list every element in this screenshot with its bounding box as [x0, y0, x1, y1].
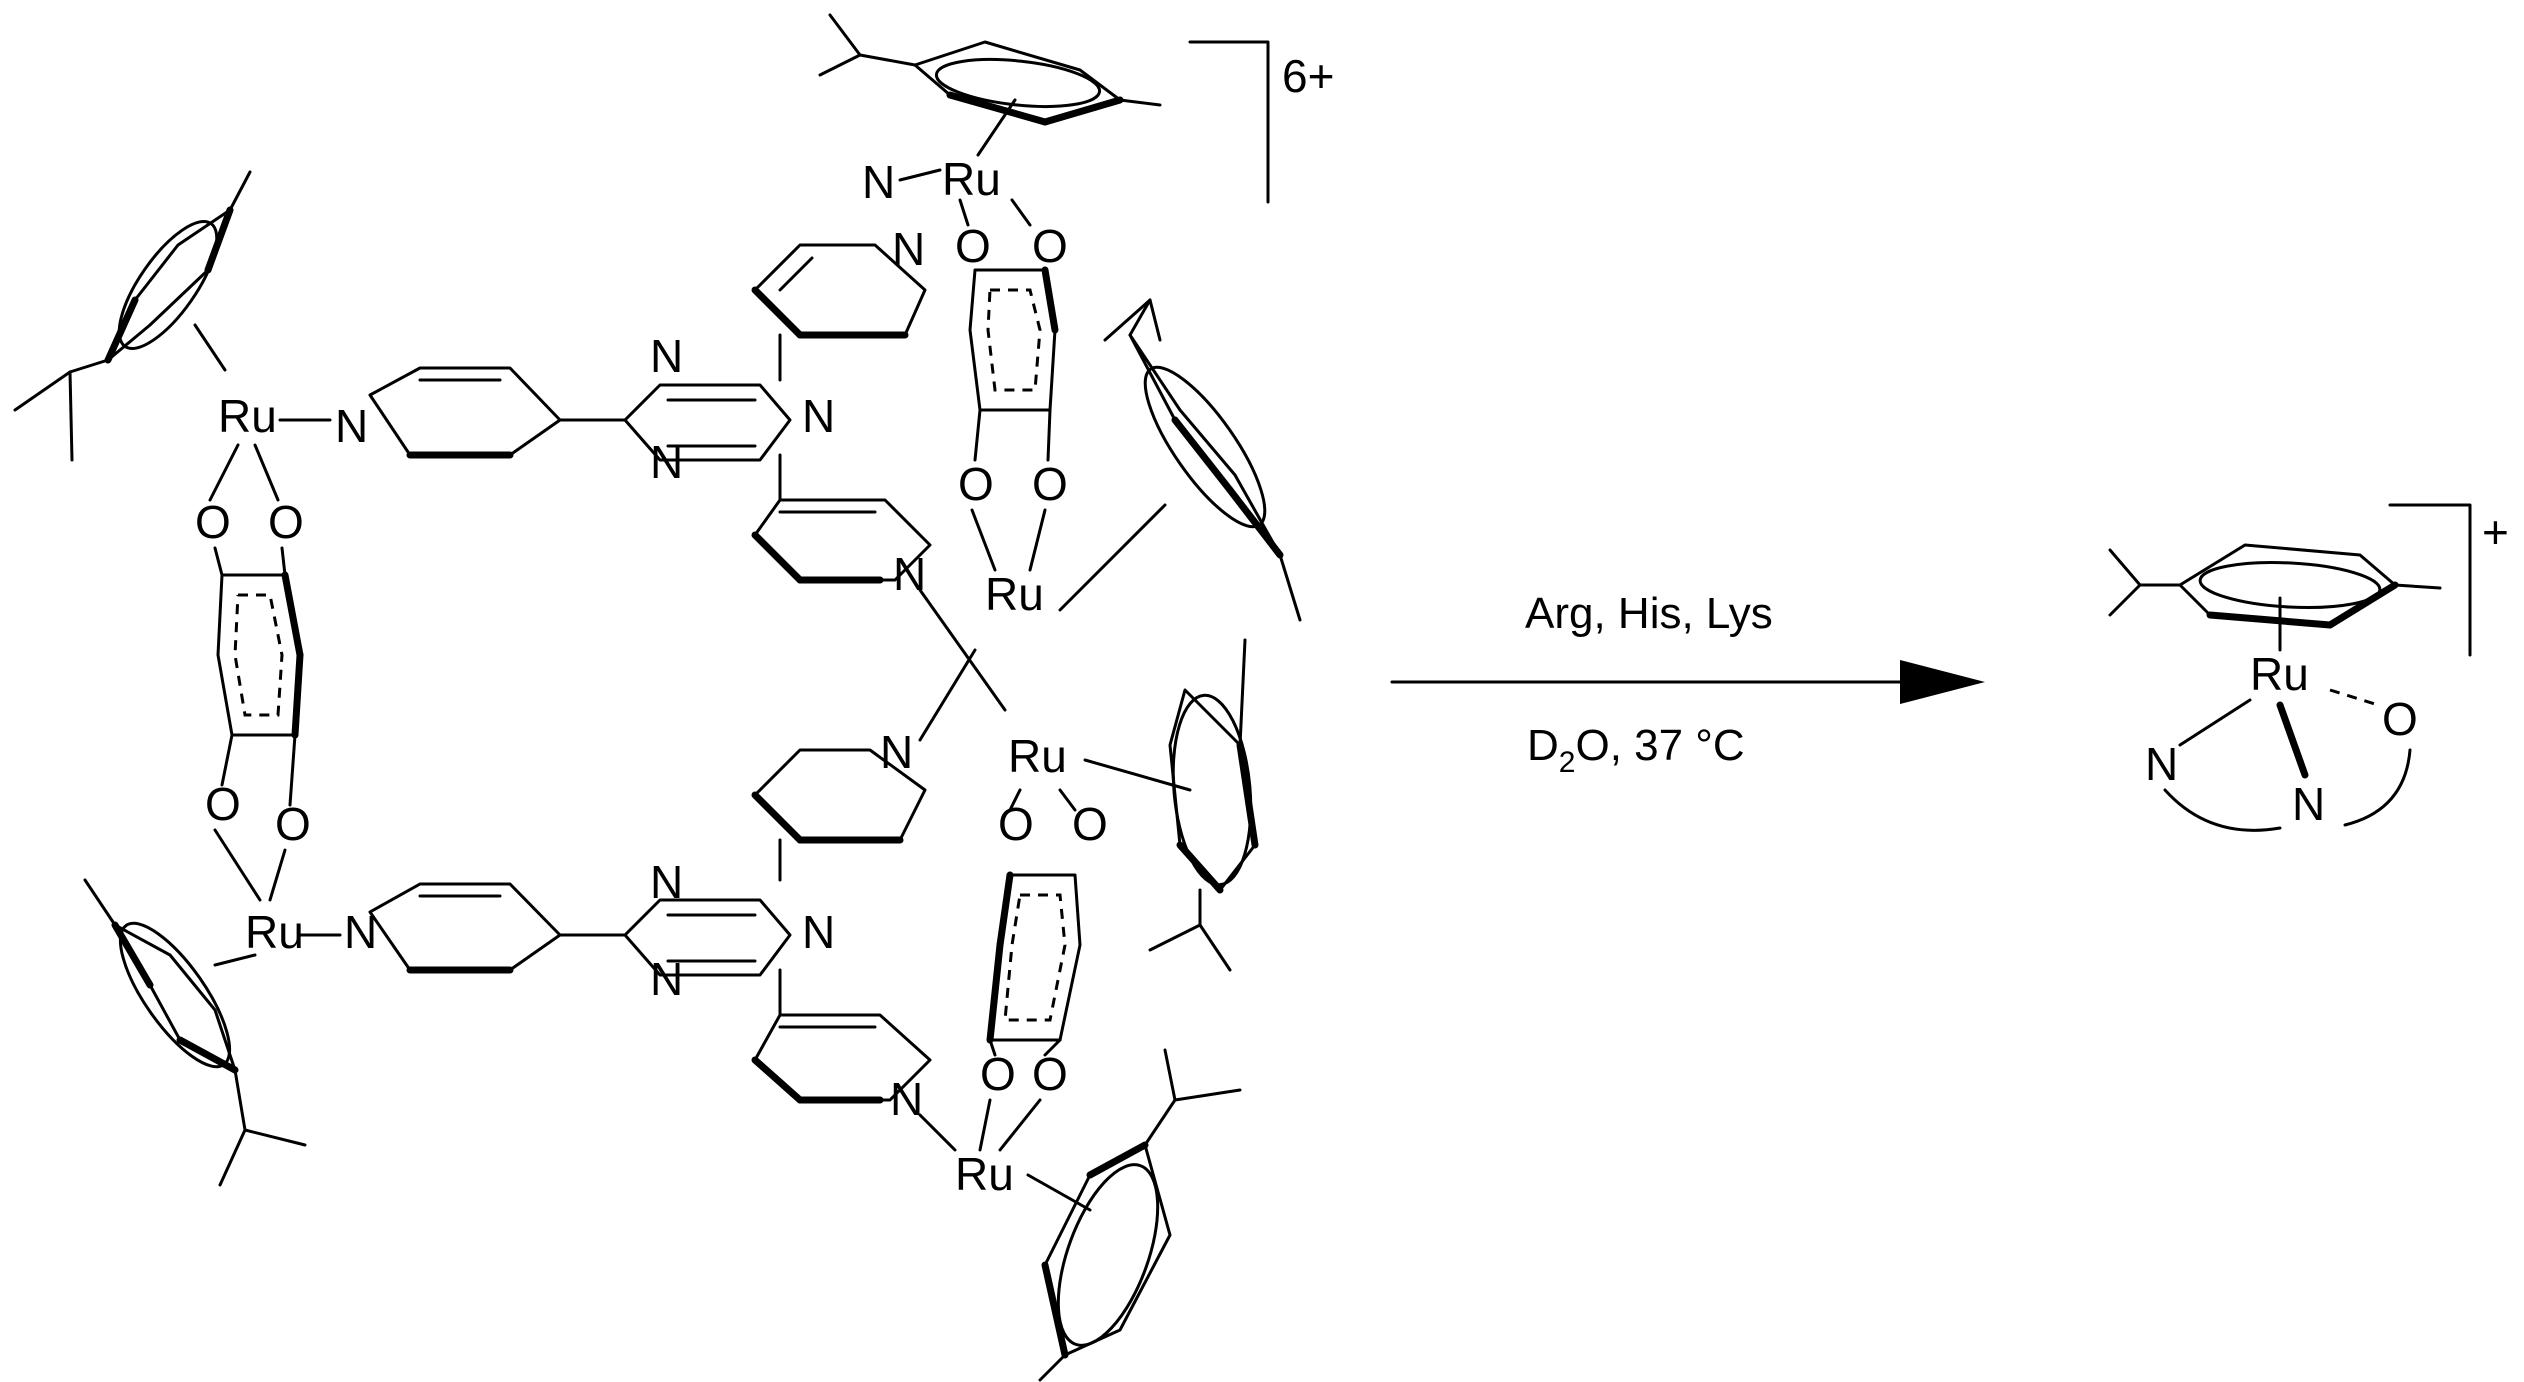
ru-o-bond [268, 848, 287, 902]
cymene-ring-product [2108, 543, 2442, 652]
ru-atom-bottom: Ru [955, 1148, 1014, 1200]
n-atom: N [650, 330, 683, 382]
ru-atom-center: Ru [1008, 730, 1067, 782]
ru-o-bond [1058, 788, 1077, 812]
product-ru: Ru [2250, 648, 2309, 700]
reaction-arrow [1390, 660, 1985, 704]
n-atom: N [892, 223, 925, 275]
pyridine-ring [368, 366, 627, 459]
o-atom: O [980, 1048, 1016, 1100]
product-complex: + Ru O N N [2108, 503, 2509, 832]
o-atom: O [195, 496, 231, 548]
n-atom: N [862, 156, 895, 208]
ru-o-bond [998, 1098, 1042, 1152]
pyridine-ring [751, 968, 932, 1104]
o-atom: O [958, 458, 994, 510]
ru-atom-left-top: Ru [218, 390, 277, 442]
pyridine-ring [751, 243, 927, 382]
pyridine-ring [368, 882, 627, 974]
product-charge: + [2482, 506, 2509, 558]
ru-o-bond [958, 198, 970, 227]
ru-o-bond [253, 443, 280, 502]
ru-atom-top: Ru [942, 153, 1001, 205]
n-center-bond [918, 648, 977, 742]
o-atom: O [955, 220, 991, 272]
bridge-bottom [986, 871, 1082, 1057]
cymene-ring-left-bottom [83, 878, 307, 1187]
ru-atom-left-bottom: Ru [245, 906, 304, 958]
n-atom: N [335, 400, 368, 452]
product-o: O [2382, 693, 2418, 745]
cymene-ring-center-right [1058, 298, 1302, 622]
ru-o-bond [1008, 788, 1022, 812]
ru-o-hashed [2329, 688, 2379, 707]
chelate-arc [2163, 788, 2282, 832]
o-atom: O [998, 798, 1034, 850]
ru-o-bond [208, 443, 240, 502]
n-atom: N [650, 436, 683, 488]
o-atom: O [268, 496, 304, 548]
o-atom: O [1072, 798, 1108, 850]
o-atom: O [1032, 458, 1068, 510]
o-atom: O [1032, 1048, 1068, 1100]
cymene-ring-center [1083, 638, 1259, 972]
product-n-right: N [2292, 778, 2325, 830]
pyridine-ring [751, 748, 927, 882]
hexaruthenium-metallacage: 6+ Ru Ru Ru Ru Ru Ru N N N N N N N N N N… [13, 13, 1334, 1382]
cymene-ring-left-top [13, 170, 252, 462]
ru-o-bond [213, 828, 262, 902]
ru-n-wedge [2276, 701, 2309, 779]
product-charge-bracket [2388, 503, 2472, 657]
ru-atom-center-right: Ru [985, 568, 1044, 620]
n-atom: N [802, 390, 835, 442]
ru-n-bond [898, 168, 942, 182]
cymene-ring-bottom [1026, 1048, 1242, 1382]
ru-o-bond [970, 508, 997, 572]
tetrazine-ring [623, 383, 792, 462]
solvent-conditions-label: D2O, 37 °C [1527, 721, 1745, 779]
n-atom: N [802, 906, 835, 958]
charge-bracket [1188, 40, 1270, 204]
reagents-label: Arg, His, Lys [1525, 589, 1773, 638]
o-atom: O [1032, 220, 1068, 272]
ru-o-bond [1028, 508, 1047, 572]
o-atom: O [205, 778, 241, 830]
tetrazine-ring [623, 898, 792, 977]
ru-n-bond [2178, 698, 2252, 747]
cymene-ring-top [818, 13, 1162, 157]
ru-n-bond [918, 588, 1007, 712]
ru-n-bond [918, 1113, 957, 1152]
o-atom: O [275, 798, 311, 850]
ru-o-bond [978, 1098, 992, 1152]
ru-o-bond [1010, 198, 1032, 227]
bridge-top [968, 266, 1059, 462]
chelate-arc [2343, 748, 2412, 827]
product-n-left: N [2145, 738, 2178, 790]
n-atom: N [890, 1073, 923, 1125]
pyridine-ring [751, 453, 932, 584]
bridge-left [213, 546, 304, 807]
reactant-charge: 6+ [1282, 50, 1334, 102]
